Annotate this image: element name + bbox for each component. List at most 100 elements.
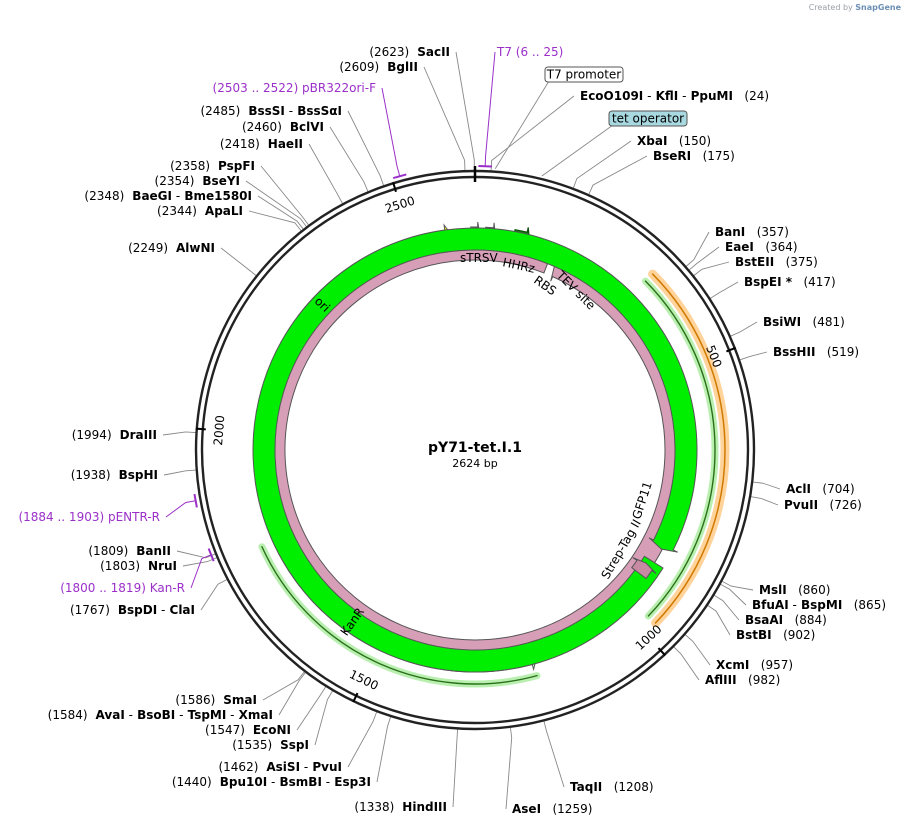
enzyme-leader bbox=[753, 481, 781, 490]
enzyme-position: (2354) bbox=[155, 174, 199, 188]
enzyme-position: - bbox=[125, 708, 133, 722]
enzyme-name: BsiWI bbox=[763, 315, 801, 329]
primer-label: (1884 .. 1903) pENTR-R bbox=[18, 510, 160, 524]
enzyme-name: TaqII bbox=[570, 780, 602, 794]
enzyme-position: - bbox=[267, 775, 275, 789]
orf-outer-line bbox=[651, 273, 726, 624]
enzyme-site-label: XbaI (150) bbox=[637, 134, 711, 148]
enzyme-name: BanII bbox=[132, 544, 171, 558]
enzyme-leader bbox=[296, 686, 327, 731]
enzyme-position: (375) bbox=[774, 255, 818, 269]
enzyme-name: EaeI bbox=[725, 240, 754, 254]
enzyme-name: BsoBI bbox=[133, 708, 175, 722]
enzyme-name: BstEII bbox=[735, 255, 774, 269]
enzyme-position: (1938) bbox=[71, 468, 115, 482]
orf-inner-line bbox=[644, 280, 716, 617]
enzyme-position: (1547) bbox=[205, 723, 249, 737]
enzyme-position: (1535) bbox=[232, 738, 276, 752]
enzyme-leader bbox=[329, 126, 369, 192]
enzyme-position: (2623) bbox=[369, 45, 413, 59]
enzyme-position: (1462) bbox=[218, 760, 262, 774]
tick-mark bbox=[392, 181, 397, 193]
enzyme-site-label: MslI (860) bbox=[759, 583, 830, 597]
enzyme-name: BspDI bbox=[114, 603, 157, 617]
snapgene-logo: SnapGene bbox=[855, 3, 901, 12]
enzyme-position: (1259) bbox=[541, 802, 592, 816]
enzyme-position: (417) bbox=[792, 275, 836, 289]
enzyme-position: (519) bbox=[815, 345, 859, 359]
label-leader-lines bbox=[162, 51, 781, 810]
enzyme-leader bbox=[720, 583, 747, 606]
enzyme-name: BaeGI bbox=[128, 189, 172, 203]
enzyme-site-label: AseI (1259) bbox=[512, 802, 592, 816]
enzyme-leader bbox=[730, 321, 758, 337]
enzyme-name: * bbox=[782, 275, 793, 289]
enzyme-name: PspFI bbox=[214, 159, 255, 173]
enzyme-site-label: XcmI (957) bbox=[716, 658, 793, 672]
enzyme-site-label: EaeI (364) bbox=[725, 240, 798, 254]
enzyme-leader bbox=[314, 690, 333, 746]
enzyme-site-label: TaqII (1208) bbox=[570, 780, 654, 794]
enzyme-site-label: BseRI (175) bbox=[653, 149, 735, 163]
enzyme-site-label: (1938) BspHI bbox=[71, 468, 158, 482]
enzyme-site-label: (1994) DraIII bbox=[72, 428, 157, 442]
enzyme-position: (2609) bbox=[339, 60, 383, 74]
enzyme-name: XcmI bbox=[716, 658, 749, 672]
primer-label: T7 (6 .. 25) bbox=[496, 45, 563, 59]
enzyme-position: (726) bbox=[818, 498, 862, 512]
enzyme-position: (1803) bbox=[100, 559, 144, 573]
enzyme-position: - bbox=[789, 598, 797, 612]
enzyme-name: EcoO109I bbox=[580, 89, 643, 103]
feature-arrows bbox=[252, 221, 730, 688]
primer-leader bbox=[165, 500, 196, 518]
enzyme-name: AvaI bbox=[91, 708, 124, 722]
enzyme-leader bbox=[347, 110, 384, 186]
enzyme-name: BseYI bbox=[198, 174, 240, 188]
enzyme-position: (24) bbox=[733, 89, 769, 103]
enzyme-site-label: (1809) BanII bbox=[88, 544, 171, 558]
enzyme-leader bbox=[505, 727, 513, 810]
enzyme-name: PvuII bbox=[784, 498, 818, 512]
callout-label: T7 promoter bbox=[546, 68, 622, 82]
enzyme-leader bbox=[257, 195, 304, 230]
enzyme-site-label: BsaAI (884) bbox=[745, 613, 827, 627]
enzyme-name: BspMI bbox=[797, 598, 842, 612]
enzyme-name: KflI bbox=[651, 89, 678, 103]
enzyme-site-label: BstBI (902) bbox=[736, 628, 815, 642]
enzyme-leader bbox=[245, 180, 307, 227]
enzyme-position: (1767) bbox=[70, 603, 114, 617]
enzyme-position: - bbox=[285, 104, 293, 118]
enzyme-name: BspHI bbox=[114, 468, 158, 482]
enzyme-site-label: (2623) SacII bbox=[369, 45, 450, 59]
enzyme-leader bbox=[689, 246, 720, 271]
enzyme-position: (704) bbox=[811, 482, 855, 496]
enzyme-leader bbox=[455, 51, 475, 171]
enzyme-name: AclI bbox=[786, 482, 811, 496]
enzyme-position: (175) bbox=[691, 149, 735, 163]
enzyme-name: BglII bbox=[383, 60, 418, 74]
enzyme-leader bbox=[673, 646, 700, 681]
tick-mark bbox=[657, 647, 666, 657]
enzyme-leader bbox=[714, 594, 740, 621]
primer-binding-mark bbox=[207, 548, 215, 562]
primer-leader bbox=[484, 51, 496, 167]
enzyme-leader bbox=[308, 143, 343, 204]
enzyme-leader bbox=[248, 210, 302, 231]
enzyme-site-label: (2485) BssSI - BssSαI bbox=[200, 104, 342, 118]
enzyme-leader bbox=[220, 247, 257, 276]
enzyme-name: NruI bbox=[144, 559, 177, 573]
enzyme-leader bbox=[693, 261, 730, 276]
enzyme-position: - bbox=[172, 189, 180, 203]
enzyme-position: (2460) bbox=[242, 120, 286, 134]
enzyme-site-label: BfuAI - BspMI (865) bbox=[752, 598, 886, 612]
enzyme-name: HindIII bbox=[398, 800, 447, 814]
enzyme-position: (2418) bbox=[220, 137, 264, 151]
enzyme-name: BsmBI bbox=[275, 775, 322, 789]
enzyme-position: (860) bbox=[787, 583, 831, 597]
enzyme-name: SspI bbox=[276, 738, 309, 752]
enzyme-site-label: (2460) BclVI bbox=[242, 120, 324, 134]
enzyme-site-label: (1547) EcoNI bbox=[205, 723, 291, 737]
enzyme-position: (481) bbox=[801, 315, 845, 329]
primer-leader bbox=[190, 554, 212, 589]
